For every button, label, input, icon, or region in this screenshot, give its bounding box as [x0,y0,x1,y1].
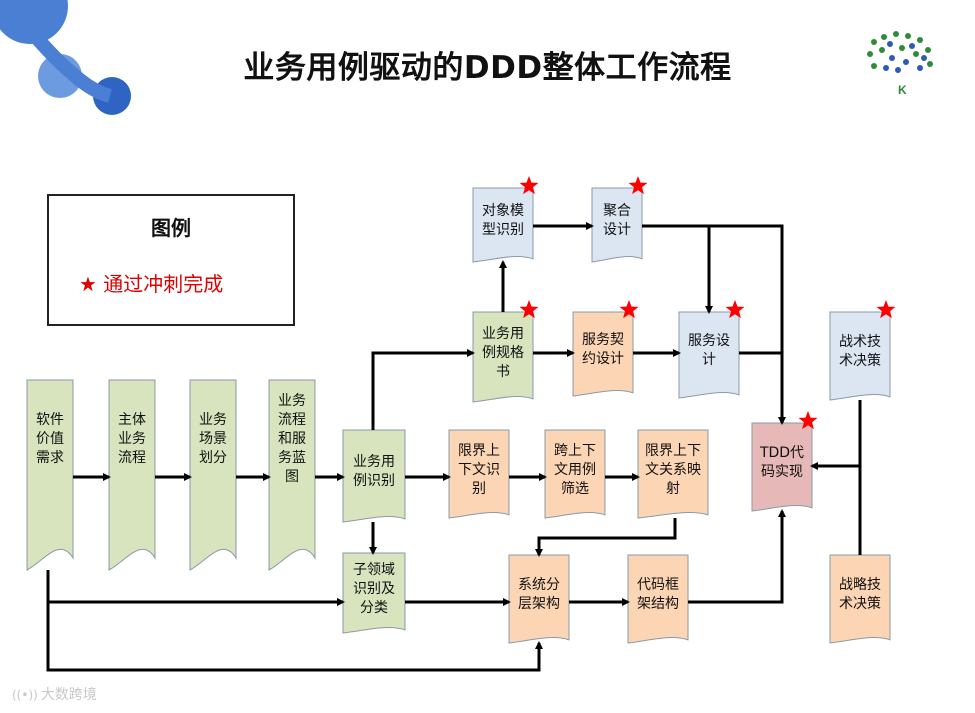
document-shape-n13 [448,429,510,519]
connector-arrow [46,602,543,672]
brain-logo: K [867,31,933,97]
logo-circle-large [0,0,68,44]
document-shape-n5 [342,429,406,523]
legend-box: 图例 ★ 通过冲刺完成 [47,194,295,326]
star-icon [619,300,639,319]
document-shape-n10 [572,311,634,397]
connector-arrow [688,509,786,604]
page-title: 业务用例驱动的DDD整体工作流程 [243,50,732,86]
document-shape-n11 [678,311,740,399]
star-icon [725,300,745,319]
document-shape-n14 [544,429,606,519]
star-icon: ★ [79,272,97,296]
document-shape-n19 [829,554,891,644]
logo-letter: K [898,83,907,97]
legend-title: 图例 [151,216,191,240]
connector-arrow [46,570,345,606]
star-icon [876,300,896,319]
document-shape-n2 [108,379,156,571]
document-shape-n1 [26,379,74,571]
logo-swoosh [24,25,112,103]
legend-item-label: 通过冲刺完成 [103,272,224,296]
document-shape-n4 [268,379,316,571]
star-icon [519,176,539,195]
brand-logo [0,0,131,115]
document-shape-n16 [751,422,813,512]
connector-arrow [371,349,475,430]
document-shape-n8 [472,187,534,263]
document-shape-n7 [472,311,534,403]
connector-arrow [535,518,677,557]
document-shape-n6 [342,552,406,634]
document-shape-n12 [829,311,891,401]
star-icon [519,300,539,319]
connector-arrow [642,224,786,425]
document-shape-n17 [508,554,570,644]
watermark-text: 大数跨境 [40,687,97,703]
document-shape-n15 [637,429,709,519]
document-shape-n18 [627,554,689,644]
document-shape-n9 [591,187,643,263]
document-shape-n3 [189,379,237,571]
star-icon [798,411,818,430]
watermark-icon: ((•)) [12,688,38,702]
star-icon [628,176,648,195]
watermark: ((•))大数跨境 [12,684,97,704]
legend-item: ★ 通过冲刺完成 [79,268,223,297]
